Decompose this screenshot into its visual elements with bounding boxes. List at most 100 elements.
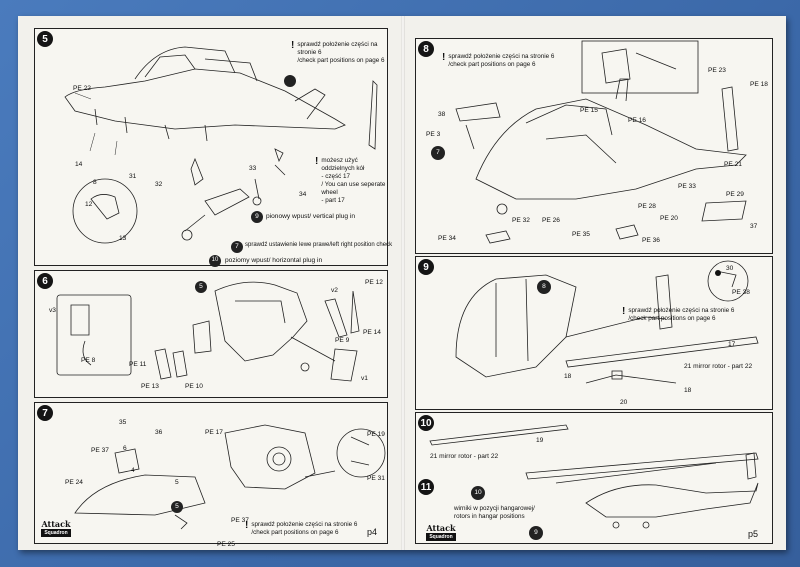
- part-label: PE 36: [642, 237, 660, 244]
- callout-9: 9: [255, 213, 259, 220]
- part-label: PE 26: [542, 217, 560, 224]
- part-label: PE 19: [367, 431, 385, 438]
- step-number-10: 10: [418, 415, 434, 431]
- warning-icon: !: [315, 156, 319, 167]
- part-label: PE 23: [708, 67, 726, 74]
- part-label: v1: [361, 375, 368, 382]
- callout-8: 8: [542, 283, 546, 290]
- part-label: PE 34: [438, 235, 456, 242]
- part-label: 17: [728, 341, 736, 348]
- left-page: 5: [28, 24, 392, 548]
- part-label: 18: [684, 387, 692, 394]
- part-label: PE 18: [750, 81, 768, 88]
- part-label: 31: [129, 173, 137, 180]
- part-label: PE 37: [231, 517, 249, 524]
- part-label: 14: [75, 161, 83, 168]
- warning-icon: !: [442, 52, 446, 63]
- wheel-check-label: sprawdź ustawienie lewe prawe/left right…: [245, 242, 393, 248]
- part-label: PE 32: [512, 217, 530, 224]
- part-label: PE 3: [426, 131, 441, 138]
- note-pl: sprawdź położenie części na stronie 6: [448, 53, 555, 60]
- note-pl: sprawdź położenie części na stronie 6: [297, 41, 378, 56]
- note-pl: sprawdź położenie części na stronie 6: [251, 521, 358, 528]
- part-label: 34: [299, 191, 307, 198]
- step-number-7: 7: [37, 405, 53, 421]
- note-en: /check part positions on page 6: [448, 61, 536, 68]
- part-label: PE 20: [660, 215, 678, 222]
- part-label: PE 33: [678, 183, 696, 190]
- callout-9: 9: [534, 529, 538, 536]
- part-label: 5: [175, 479, 179, 486]
- note-en: /check part positions on page 6: [251, 529, 339, 536]
- part-label: 32: [155, 181, 163, 188]
- part-label: 36: [155, 429, 163, 436]
- note-en-2: - part 17: [321, 197, 345, 204]
- part-label: 6: [123, 445, 127, 452]
- part-label: PE 22: [73, 85, 91, 92]
- step-5-panel: 5: [34, 28, 392, 267]
- part-label: PE 13: [141, 383, 159, 390]
- step-9-drawing: [416, 257, 772, 409]
- part-label: 37: [750, 223, 758, 230]
- part-label: PE 14: [363, 329, 381, 336]
- part-label: PE 11: [129, 361, 147, 368]
- step-6-drawing: [35, 271, 387, 397]
- part-label: PE 37: [91, 447, 109, 454]
- part-label: PE 17: [205, 429, 223, 436]
- callout-7: 7: [436, 149, 440, 156]
- part-label: PE 24: [65, 479, 83, 486]
- step-10-11-drawing: [416, 413, 772, 543]
- step-9-check-note: ! sprawdź położenie części na stronie 6 …: [622, 307, 762, 323]
- step-11-hangar-note: wirniki w pozycji hangarowej/ rotors in …: [454, 505, 554, 521]
- center-fold: [401, 16, 405, 550]
- part-label: 8: [93, 179, 97, 186]
- step-7-drawing: [35, 403, 387, 543]
- callout-10: 10: [474, 489, 482, 496]
- part-label: 33: [249, 165, 257, 172]
- step-number-6: 6: [37, 273, 53, 289]
- part-label: PE 29: [726, 191, 744, 198]
- rotor-label: 21 mirror rotor - part 22: [684, 363, 753, 370]
- step-number-9: 9: [418, 259, 434, 275]
- rotor-label: 21 mirror rotor - part 22: [430, 453, 499, 460]
- part-label: PE 8: [81, 357, 96, 364]
- step-6-panel: 6: [34, 270, 388, 398]
- step-number-5: 5: [37, 31, 53, 47]
- step-5-wheel-note: ! możesz użyć oddzielnych kół - część 17…: [315, 157, 387, 205]
- page-number: p4: [367, 527, 378, 537]
- attack-squadron-logo: Attack Squadron: [426, 523, 456, 543]
- part-label: PE 35: [572, 231, 590, 238]
- note-en: /check part positions on page 6: [628, 315, 716, 322]
- note-pl: sprawdź położenie części na stronie 6: [628, 307, 735, 314]
- right-page: 8: [411, 24, 776, 544]
- logo-subtext: Squadron: [41, 529, 71, 537]
- step-5-drawing: [35, 29, 387, 267]
- step-8-panel: 8: [415, 38, 773, 254]
- page-number: p5: [748, 529, 759, 539]
- part-label: 35: [119, 419, 127, 426]
- part-label: v2: [331, 287, 338, 294]
- part-label: PE 31: [367, 475, 385, 482]
- warning-icon: !: [291, 40, 295, 51]
- part-label: 38: [438, 111, 446, 118]
- callout-5: 5: [175, 503, 179, 510]
- horizontal-plug-label: poziomy wpust/ horizontal plug in: [225, 257, 323, 264]
- warning-icon: !: [622, 306, 626, 317]
- part-label: 19: [536, 437, 544, 444]
- step-7-check-note: ! sprawdź położenie części na stronie 6 …: [245, 521, 365, 537]
- step-number-8: 8: [418, 41, 434, 57]
- part-label: PE 21: [724, 161, 742, 168]
- part-label: PE 15: [580, 107, 598, 114]
- part-label: 30: [726, 265, 734, 272]
- part-label: PE 25: [217, 541, 235, 548]
- step-5-check-note: ! sprawdź położenie części na stronie 6 …: [291, 41, 387, 65]
- attack-squadron-logo: Attack Squadron: [41, 519, 71, 539]
- logo-subtext: Squadron: [426, 533, 456, 541]
- part-label: PE 38: [732, 289, 750, 296]
- part-label: v3: [49, 307, 56, 314]
- callout-5: 5: [199, 283, 203, 290]
- part-label: 4: [131, 467, 135, 474]
- step-8-check-note: ! sprawdź położenie części na stronie 6 …: [442, 53, 582, 69]
- part-label: 12: [85, 201, 93, 208]
- part-label: 20: [620, 399, 628, 406]
